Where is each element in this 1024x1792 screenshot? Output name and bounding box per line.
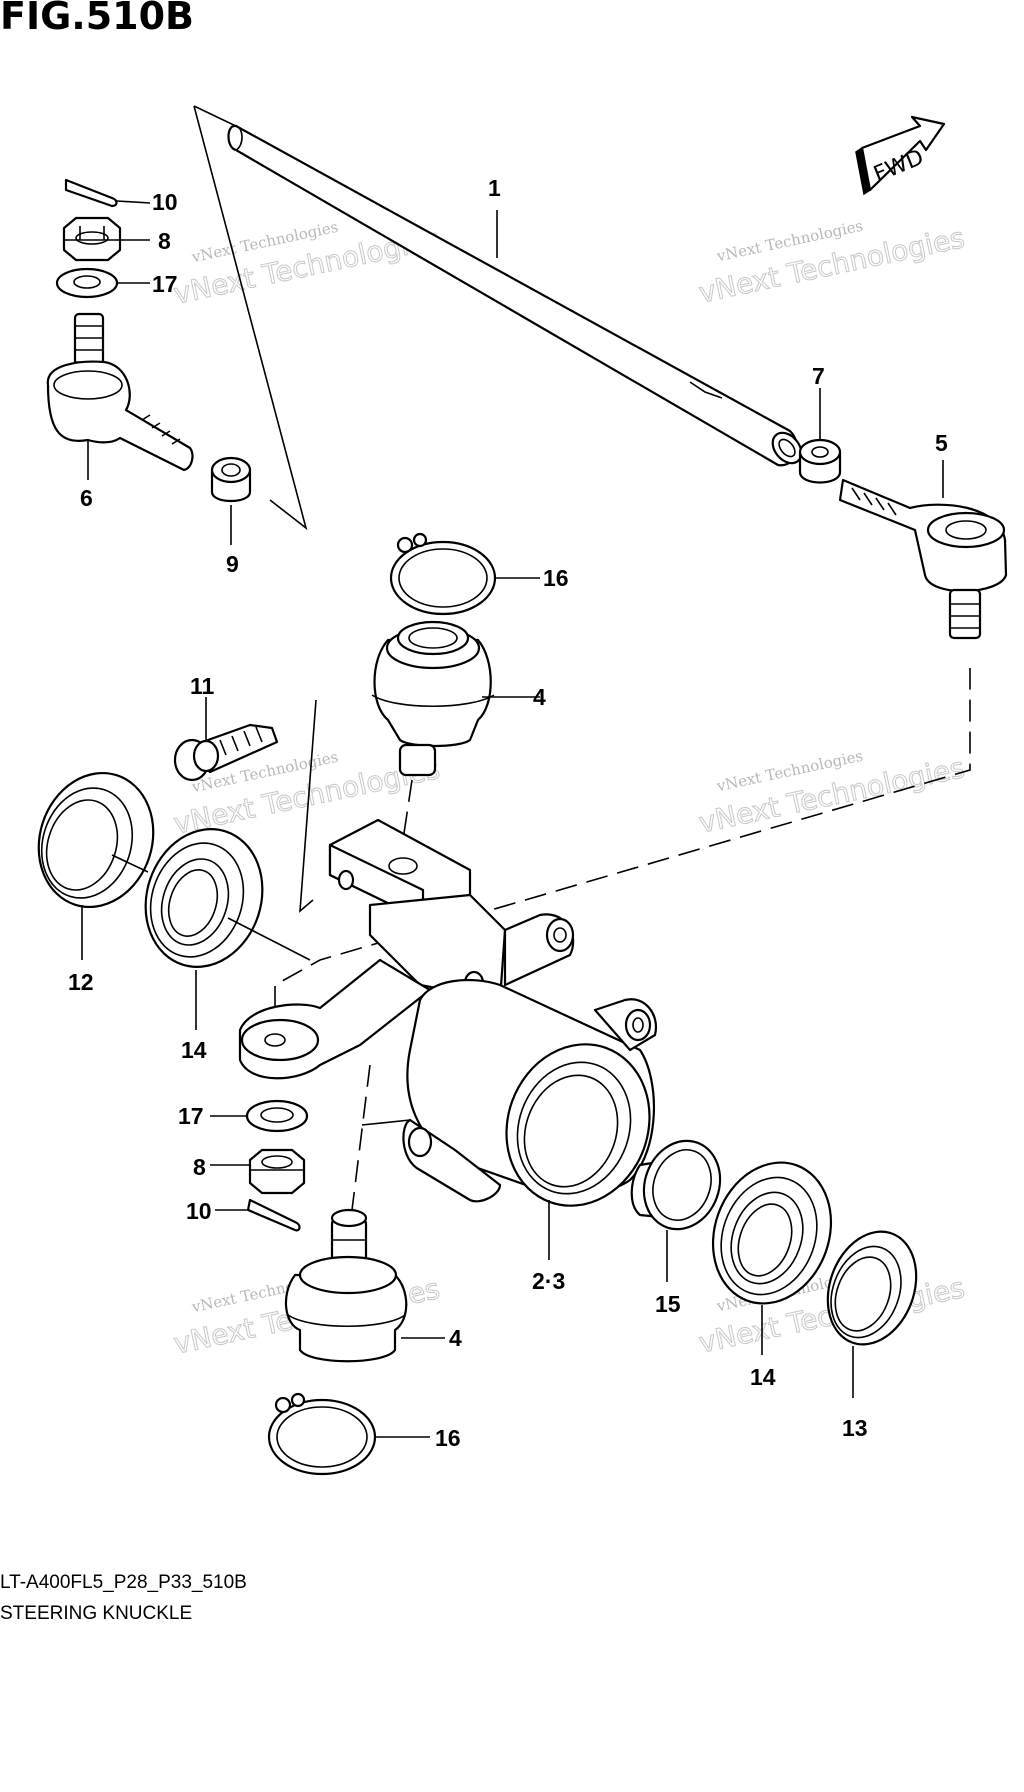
callout-17-lower: 17 bbox=[178, 1103, 204, 1129]
guide-line-bolt bbox=[299, 699, 317, 913]
guide-line-arm-to-tie-end bbox=[274, 668, 971, 1040]
castle-nut-icon bbox=[62, 216, 150, 262]
steering-knuckle-icon bbox=[238, 818, 658, 1260]
cotter-pin-icon bbox=[64, 178, 151, 208]
callout-9: 9 bbox=[226, 551, 239, 577]
oil-seal-left-icon bbox=[37, 771, 155, 960]
callout-4-lower: 4 bbox=[449, 1325, 462, 1351]
callout-7: 7 bbox=[812, 363, 825, 389]
figure-code: LT-A400FL5_P28_P33_510B bbox=[0, 1572, 247, 1593]
callout-13: 13 bbox=[842, 1415, 868, 1441]
spacer-icon bbox=[210, 456, 252, 545]
callout-1: 1 bbox=[488, 175, 501, 201]
bolt-icon bbox=[173, 697, 279, 782]
bush-right-icon bbox=[798, 388, 842, 484]
spacer-lower-icon bbox=[630, 1139, 722, 1282]
callout-12: 12 bbox=[68, 969, 94, 995]
watermark-top-right: vNext Technologies vNext Technologies bbox=[695, 217, 968, 310]
callout-16-lower: 16 bbox=[435, 1425, 461, 1451]
bearing-right-icon bbox=[711, 1161, 833, 1355]
cotter-pin-lower-icon bbox=[215, 1198, 301, 1232]
callout-14-right: 14 bbox=[750, 1364, 776, 1390]
callout-10-top: 10 bbox=[152, 189, 178, 215]
callout-6: 6 bbox=[80, 485, 93, 511]
callout-17-top: 17 bbox=[152, 271, 178, 297]
castle-nut-lower-icon bbox=[210, 1148, 306, 1195]
callout-16-upper: 16 bbox=[543, 565, 569, 591]
washer-icon bbox=[55, 267, 150, 299]
callout-14-left: 14 bbox=[181, 1037, 207, 1063]
watermark-top-left: vNext Technologies vNext Technologies bbox=[171, 218, 444, 311]
callout-11: 11 bbox=[190, 673, 215, 699]
tie-rod-end-right-icon bbox=[838, 460, 1008, 640]
tie-rod-end-left-icon bbox=[46, 312, 194, 480]
circlip-upper-icon bbox=[389, 532, 540, 616]
ball-joint-upper-icon bbox=[371, 620, 540, 861]
callout-15: 15 bbox=[655, 1291, 681, 1317]
callout-8-lower: 8 bbox=[193, 1154, 206, 1180]
figure-name: STEERING KNUCKLE bbox=[0, 1603, 193, 1624]
ball-joint-lower-icon bbox=[284, 1064, 445, 1363]
guide-line-upper-triangle bbox=[193, 105, 308, 531]
callout-10-lower: 10 bbox=[186, 1198, 212, 1224]
oil-seal-right-icon bbox=[826, 1230, 918, 1398]
fwd-arrow-icon: FWD bbox=[855, 115, 946, 196]
tie-rod-icon bbox=[227, 124, 803, 467]
callout-2-3: 2·3 bbox=[532, 1268, 565, 1294]
bearing-left-icon bbox=[144, 828, 311, 1030]
callout-5: 5 bbox=[935, 430, 948, 456]
callout-4-upper: 4 bbox=[533, 684, 546, 710]
callout-8-top: 8 bbox=[158, 228, 171, 254]
callout-labels: 1 10 8 17 6 9 7 5 16 4 11 12 14 17 8 10 … bbox=[68, 175, 948, 1451]
washer-lower-icon bbox=[210, 1099, 309, 1133]
figure-title: FIG.510B bbox=[0, 0, 195, 38]
circlip-lower-icon bbox=[267, 1392, 430, 1476]
